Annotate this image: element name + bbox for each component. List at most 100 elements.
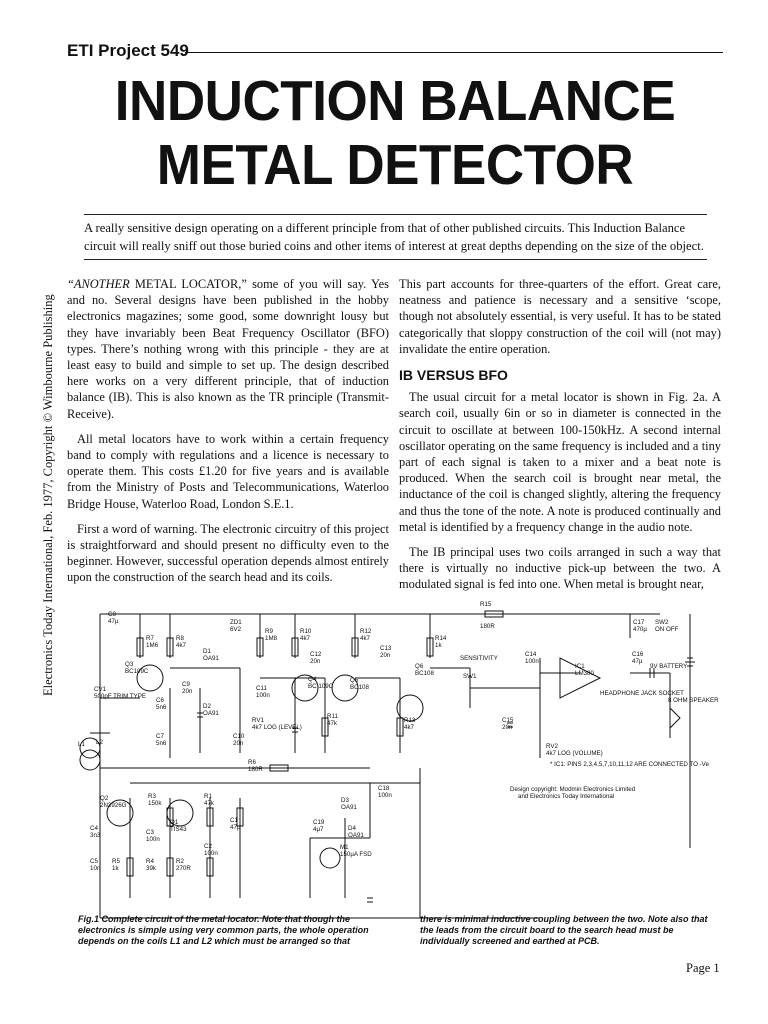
figure-caption-right: there is minimal inductive coupling betw… <box>420 914 708 946</box>
schematic-label-r6: R6 <box>248 759 256 766</box>
side-credit: Electronics Today International, Feb. 19… <box>41 294 55 696</box>
drop-lead: “ANOTHER <box>67 277 130 291</box>
schematic-label-r6v: 180R <box>248 766 263 773</box>
schematic-label-q5v: BC108 <box>350 684 369 691</box>
schematic-label-q1: Q1 <box>170 819 179 826</box>
left-column: “ANOTHER METAL LOCATOR,” some of you wil… <box>67 276 389 595</box>
left-paragraph-2: All metal locators have to work within a… <box>67 431 389 511</box>
schematic-label-copyright1: Design copyright: Modmin Electronics Lim… <box>510 786 636 793</box>
schematic-label-c14: C14 <box>525 651 537 658</box>
schematic-label-c12: C12 <box>310 651 322 658</box>
schematic-label-q6: Q6 <box>415 663 424 670</box>
schematic-label-r12: R12 <box>360 628 372 635</box>
schematic-label-c4: C4 <box>90 825 98 832</box>
standfirst-rule-top <box>84 214 707 215</box>
schematic-label-c8v: 47µ <box>108 618 119 625</box>
schematic-label-d4v: OA91 <box>348 832 364 839</box>
schematic-label-c5: C5 <box>90 858 98 865</box>
schematic-label-sw2v: ON OFF <box>655 626 679 633</box>
project-number: ETI Project 549 <box>67 41 191 61</box>
article-title-line-2: METAL DETECTOR <box>156 133 634 197</box>
page-number: Page 1 <box>686 961 720 975</box>
schematic-label-r14: R14 <box>435 635 447 642</box>
schematic-label-sensitivity: SENSITIVITY <box>460 655 498 662</box>
schematic-label-c18: C18 <box>378 785 390 792</box>
schematic-label-r3: R3 <box>148 793 156 800</box>
figure-caption-left: Fig.1 Complete circuit of the metal loca… <box>78 914 369 946</box>
schematic-label-zd1: ZD1 <box>230 619 242 626</box>
schematic-label-c15v: 20n <box>502 724 513 731</box>
schematic-label-r15v: 180R <box>480 623 495 630</box>
schematic-label-c18v: 100n <box>378 792 392 799</box>
schematic-label-c17: C17 <box>633 619 645 626</box>
schematic-label-c5v: 10n <box>90 865 101 872</box>
schematic-label-c7v: 5n6 <box>156 740 167 747</box>
schematic-label-r12v: 4k7 <box>360 635 371 642</box>
schematic-label-d3v: OA91 <box>341 804 357 811</box>
schematic-label-c13: C13 <box>380 645 392 652</box>
schematic-label-r4v: 39k <box>146 865 157 872</box>
left-paragraph-1: “ANOTHER METAL LOCATOR,” some of you wil… <box>67 276 389 422</box>
schematic-label-ic-note: * IC1: PINS 2,3,4,5,7,10,11,12 ARE CONNE… <box>550 761 709 768</box>
schematic-label-c15: C15 <box>502 717 514 724</box>
schematic-label-c2v: 100n <box>204 850 218 857</box>
schematic-label-r11: R11 <box>327 713 338 720</box>
schematic-label-r10: R10 <box>300 628 312 635</box>
schematic-label-r7: R7 <box>146 635 154 642</box>
schematic-label-r15: R15 <box>480 601 492 608</box>
schematic-label-headphone: HEADPHONE JACK SOCKET <box>600 690 684 697</box>
schematic-label-d1v: OA91 <box>203 655 219 662</box>
schematic-label-c2: C2 <box>204 843 212 850</box>
standfirst-rule-bottom <box>84 259 707 260</box>
left-paragraph-3: First a word of warning. The electronic … <box>67 521 389 585</box>
schematic-label-c8: C8 <box>108 611 116 618</box>
schematic-label-c11: C11 <box>256 685 267 692</box>
article-title-line-1: INDUCTION BALANCE <box>114 69 676 133</box>
schematic-label-m1: M1 <box>340 844 349 851</box>
schematic-label-cv1v: 500pF TRIM TYPE <box>94 693 146 700</box>
right-paragraph-1: This part accounts for three-quarters of… <box>399 277 721 356</box>
schematic-label-c11v: 100n <box>256 692 270 699</box>
schematic-label-c19: C19 <box>313 819 325 826</box>
schematic-label-r3v: 150k <box>148 800 162 807</box>
schematic-label-m1v: 150µA FSD <box>340 851 372 858</box>
schematic-label-r7v: 1M6 <box>146 642 159 649</box>
schematic-label-c19v: 4µ7 <box>313 826 324 833</box>
schematic-label-zd1v: 6V2 <box>230 626 242 633</box>
schematic-label-q5: Q5 <box>350 677 359 684</box>
schematic-label-speaker: 8 OHM SPEAKER <box>668 697 719 704</box>
schematic-label-r9: R9 <box>265 628 273 635</box>
schematic-label-cv1: CV1 <box>94 686 107 693</box>
schematic-label-r13v: 4k7 <box>404 724 415 731</box>
schematic-label-d3: D3 <box>341 797 349 804</box>
schematic-label-rv1v: 4k7 LOG (LEVEL) <box>252 724 302 731</box>
schematic-label-rv1: RV1 <box>252 717 264 724</box>
schematic-label-copyright2: and Electronics Today International <box>518 793 614 800</box>
schematic-label-r10v: 4k7 <box>300 635 311 642</box>
schematic-label-c10v: 20n <box>233 740 244 747</box>
schematic-label-c6v: 5n6 <box>156 704 167 711</box>
schematic-label-c10: C10 <box>233 733 245 740</box>
schematic-label-r11v: 47k <box>327 720 338 727</box>
schematic-label-battery: 9V BATTERY <box>650 663 687 670</box>
schematic-label-c16v: 47µ <box>632 658 643 665</box>
project-header: ETI Project 549 <box>67 40 723 64</box>
schematic-label-c1v: 47µ <box>230 824 241 831</box>
schematic-components <box>79 610 695 903</box>
right-paragraph-3: The IB principal uses two coils arranged… <box>399 545 721 592</box>
schematic-label-c13v: 20n <box>380 652 391 659</box>
schematic-label-rv2v: 4k7 LOG (VOLUME) <box>546 750 603 757</box>
schematic-label-d2v: OA91 <box>203 710 219 717</box>
schematic-label-q1v: TIS43 <box>170 826 187 833</box>
standfirst: A really sensitive design operating on a… <box>84 221 704 253</box>
schematic-wiring <box>90 613 691 919</box>
schematic-label-c3: C3 <box>146 829 154 836</box>
schematic-label-r1: R1 <box>204 793 212 800</box>
schematic-label-q3v: BC109C <box>125 668 149 675</box>
schematic-label-r5v: 1k <box>112 865 119 872</box>
left-paragraph-1-text: METAL LOCATOR,” some of you will say. Ye… <box>67 277 389 421</box>
schematic-label-c6: C6 <box>156 697 164 704</box>
schematic-label-q6v: BC108 <box>415 670 434 677</box>
schematic-label-c4v: 3n3 <box>90 832 101 839</box>
schematic-label-l2: L2 <box>96 739 103 746</box>
